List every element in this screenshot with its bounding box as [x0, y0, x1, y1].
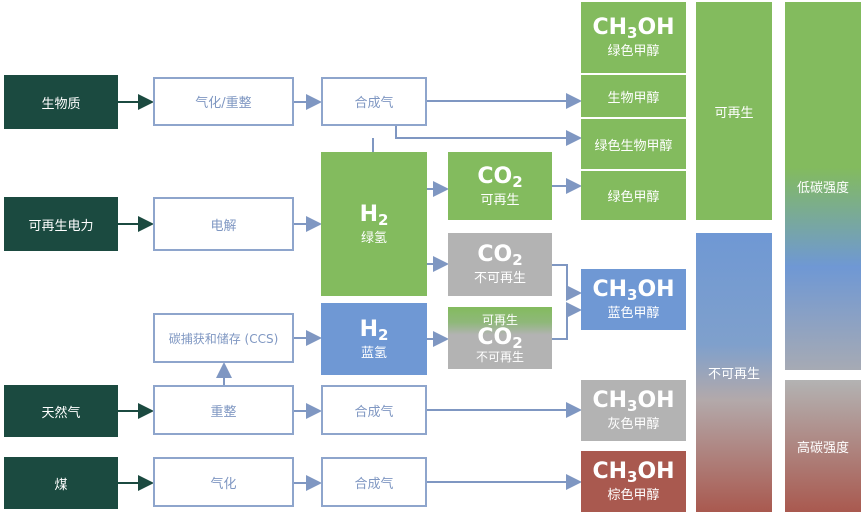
label: 生物质: [41, 96, 81, 112]
label: 煤: [54, 477, 68, 493]
source-natural-gas: 天然气: [4, 385, 118, 437]
methanol-formula: CH3OH: [592, 15, 675, 42]
category-nonrenewable: 不可再生: [696, 233, 772, 512]
process-gasification: 气化: [153, 457, 294, 507]
h2-formula: H2: [359, 201, 389, 229]
label: 低碳强度: [796, 180, 849, 196]
category-high-carbon: 高碳强度: [785, 380, 861, 512]
process-electrolysis: 电解: [153, 197, 294, 251]
co2-formula: CO2: [477, 163, 523, 191]
process-reforming: 重整: [153, 385, 294, 435]
label: 绿色甲醇: [607, 44, 660, 59]
label: 电解: [210, 218, 237, 234]
source-biomass: 生物质: [4, 75, 118, 129]
label: 合成气: [354, 404, 394, 420]
label: 棕色甲醇: [607, 488, 660, 503]
label: 蓝色甲醇: [607, 306, 660, 321]
label: 绿色甲醇: [607, 190, 660, 205]
methanol-brown: CH3OH 棕色甲醇: [581, 451, 686, 512]
methanol-green-bio: 绿色生物甲醇: [581, 119, 686, 169]
co2-formula: CO2: [477, 325, 523, 352]
label: 可再生: [481, 313, 518, 327]
label: 天然气: [41, 405, 81, 421]
label: 可再生电力: [28, 218, 94, 234]
syngas-coal: 合成气: [321, 457, 427, 507]
methanol-bio: 生物甲醇: [581, 75, 686, 117]
label: 高碳强度: [796, 440, 849, 456]
source-renewable-power: 可再生电力: [4, 197, 118, 251]
process-gasification-reforming: 气化/重整: [153, 77, 294, 126]
label: 灰色甲醇: [607, 417, 660, 432]
label: 蓝氢: [360, 345, 387, 361]
category-renewable: 可再生: [696, 2, 772, 220]
label: 合成气: [354, 96, 394, 111]
syngas-biomass: 合成气: [321, 77, 427, 126]
label: 不可再生: [473, 271, 526, 286]
label: 合成气: [354, 476, 394, 492]
label: 可再生: [714, 105, 754, 121]
label: 碳捕获和储存 (CCS): [168, 331, 279, 346]
label: 重整: [210, 404, 237, 420]
co2-nonrenewable: CO2 不可再生: [448, 233, 552, 296]
co2-formula: CO2: [477, 242, 523, 269]
methanol-formula: CH3OH: [592, 277, 675, 304]
label: 气化: [210, 476, 237, 492]
methanol-gray: CH3OH 灰色甲醇: [581, 380, 686, 441]
label: 绿色生物甲醇: [594, 138, 673, 154]
syngas-natural-gas: 合成气: [321, 385, 427, 435]
methanol-blue: CH3OH 蓝色甲醇: [581, 269, 686, 330]
label: 可再生: [480, 192, 520, 208]
h2-formula: H2: [359, 316, 389, 344]
methanol-green-header: CH3OH 绿色甲醇: [581, 2, 686, 73]
label: 不可再生: [707, 367, 760, 382]
source-coal: 煤: [4, 457, 118, 509]
process-ccs: 碳捕获和储存 (CCS): [153, 313, 294, 363]
label: 生物甲醇: [607, 90, 660, 106]
methanol-formula: CH3OH: [592, 459, 675, 486]
category-low-carbon: 低碳强度: [785, 2, 861, 370]
methanol-green: 绿色甲醇: [581, 171, 686, 220]
label: 不可再生: [475, 350, 524, 364]
methanol-formula: CH3OH: [592, 388, 675, 415]
label: 绿氢: [360, 230, 387, 246]
label: 气化/重整: [195, 96, 252, 111]
